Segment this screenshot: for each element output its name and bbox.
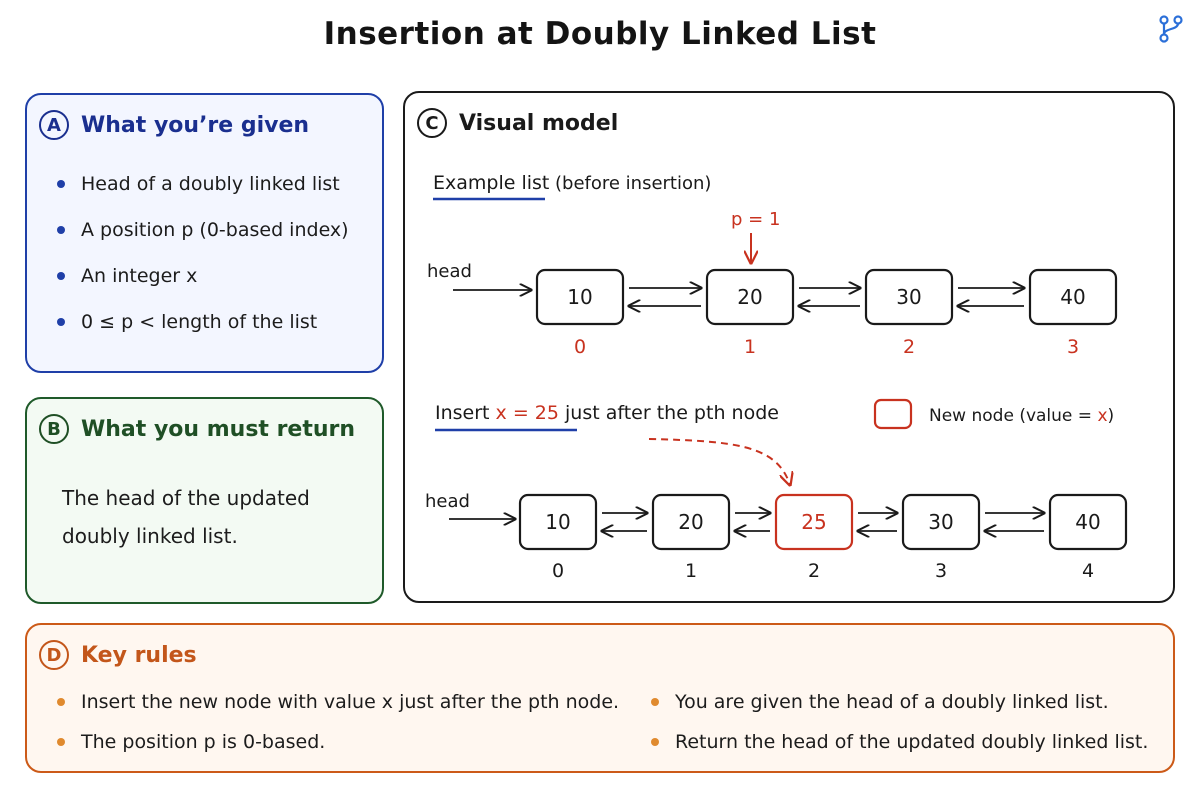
linked-list-diagram: Example list (before insertion) p = 1 he… <box>425 172 1128 582</box>
node-index: 1 <box>744 336 756 358</box>
node-box <box>901 493 981 551</box>
given-panel: A What you’re given Head of a doubly lin… <box>25 93 384 373</box>
insert-x-value: x = 25 <box>496 402 559 424</box>
return-heading: What you must return <box>81 416 356 442</box>
node-index: 0 <box>552 560 564 582</box>
legend-x: x <box>1097 406 1107 426</box>
visual-model-heading: Visual model <box>459 110 619 136</box>
key-rules-header: D Key rules <box>39 639 197 671</box>
list-item: Return the head of the updated doubly li… <box>647 722 1148 762</box>
list-item: A position p (0-based index) <box>53 207 349 253</box>
before-list: 10 0 20 1 30 2 40 3 <box>535 268 1118 358</box>
given-list: Head of a doubly linked list A position … <box>53 161 349 345</box>
example-suffix: (before insertion) <box>555 173 711 194</box>
node-box <box>864 268 954 326</box>
node-value: 10 <box>545 510 570 534</box>
rules-list-right: You are given the head of a doubly linke… <box>647 682 1148 762</box>
node-box <box>1048 493 1128 551</box>
list-item: Head of a doubly linked list <box>53 161 349 207</box>
node-box <box>651 493 731 551</box>
key-rules-heading: Key rules <box>81 642 197 668</box>
badge-c: C <box>417 108 447 138</box>
key-rules-panel: D Key rules Insert the new node with val… <box>25 623 1175 773</box>
bullet-icon <box>651 738 659 746</box>
list-item: The position p is 0-based. <box>53 722 619 762</box>
node-box <box>518 493 598 551</box>
node-index: 3 <box>935 560 947 582</box>
list-item: You are given the head of a doubly linke… <box>647 682 1148 722</box>
bullet-icon <box>57 738 65 746</box>
list-item-text: The position p is 0-based. <box>81 731 326 753</box>
legend-close: ) <box>1108 406 1115 426</box>
p-label: p = 1 <box>731 209 780 230</box>
list-item-text: 0 ≤ p < length of the list <box>81 311 318 333</box>
list-item: 0 ≤ p < length of the list <box>53 299 349 345</box>
rules-list-left: Insert the new node with value x just af… <box>53 682 619 762</box>
legend-new-node-swatch <box>873 398 913 430</box>
node-value: 20 <box>678 510 703 534</box>
node-index: 3 <box>1067 336 1079 358</box>
node-index: 2 <box>808 560 820 582</box>
badge-a: A <box>39 110 69 140</box>
node-box <box>535 268 625 326</box>
page-title: Insertion at Doubly Linked List <box>323 16 877 52</box>
list-item: Insert the new node with value x just af… <box>53 682 619 722</box>
list-item-text: Head of a doubly linked list <box>81 173 340 195</box>
after-list: 10 0 20 1 25 2 30 3 40 4 <box>518 493 1128 582</box>
given-header: A What you’re given <box>39 109 309 141</box>
insert-suffix: just after the pth node <box>564 402 779 424</box>
return-text: The head of the updated doubly linked li… <box>62 486 310 548</box>
node-index: 0 <box>574 336 586 358</box>
list-item: An integer x <box>53 253 349 299</box>
node-value: 30 <box>896 285 921 309</box>
bullet-icon <box>57 272 65 280</box>
badge-d: D <box>39 640 69 670</box>
visual-model-header: C Visual model <box>417 107 618 139</box>
node-value: 40 <box>1075 510 1100 534</box>
bullet-icon <box>57 180 65 188</box>
given-heading: What you’re given <box>81 112 310 138</box>
return-header: B What you must return <box>39 413 355 445</box>
branch-icon <box>1159 15 1183 43</box>
node-value: 20 <box>737 285 762 309</box>
example-label: Example list <box>433 172 549 194</box>
legend-label: New node (value = <box>929 406 1097 426</box>
list-item-text: You are given the head of a doubly linke… <box>675 691 1109 713</box>
legend-text: New node (value = x) <box>929 406 1114 426</box>
new-node-box <box>774 493 854 551</box>
node-index: 4 <box>1082 560 1094 582</box>
head-label: head <box>427 261 472 282</box>
list-item-text: Return the head of the updated doubly li… <box>675 731 1149 753</box>
node-index: 1 <box>685 560 697 582</box>
insert-label: Insert x = 25 just after the pth node <box>435 402 779 424</box>
node-value: 40 <box>1060 285 1085 309</box>
bullet-icon <box>57 698 65 706</box>
return-panel: B What you must return The head of the u… <box>25 397 384 604</box>
badge-b: B <box>39 414 69 444</box>
insert-word: Insert <box>435 402 490 424</box>
node-value: 25 <box>801 510 826 534</box>
head-label-after: head <box>425 491 470 512</box>
visual-model-panel: C Visual model Example list (before inse… <box>403 91 1175 603</box>
insert-dashed-arrow <box>648 438 790 485</box>
list-item-text: Insert the new node with value x just af… <box>81 691 620 713</box>
node-box <box>1028 268 1118 326</box>
node-box <box>705 268 795 326</box>
list-item-text: A position p (0-based index) <box>81 219 349 241</box>
bullet-icon <box>57 226 65 234</box>
node-value: 10 <box>567 285 592 309</box>
bullet-icon <box>651 698 659 706</box>
list-item-text: An integer x <box>81 265 198 287</box>
node-index: 2 <box>903 336 915 358</box>
node-value: 30 <box>928 510 953 534</box>
bullet-icon <box>57 318 65 326</box>
